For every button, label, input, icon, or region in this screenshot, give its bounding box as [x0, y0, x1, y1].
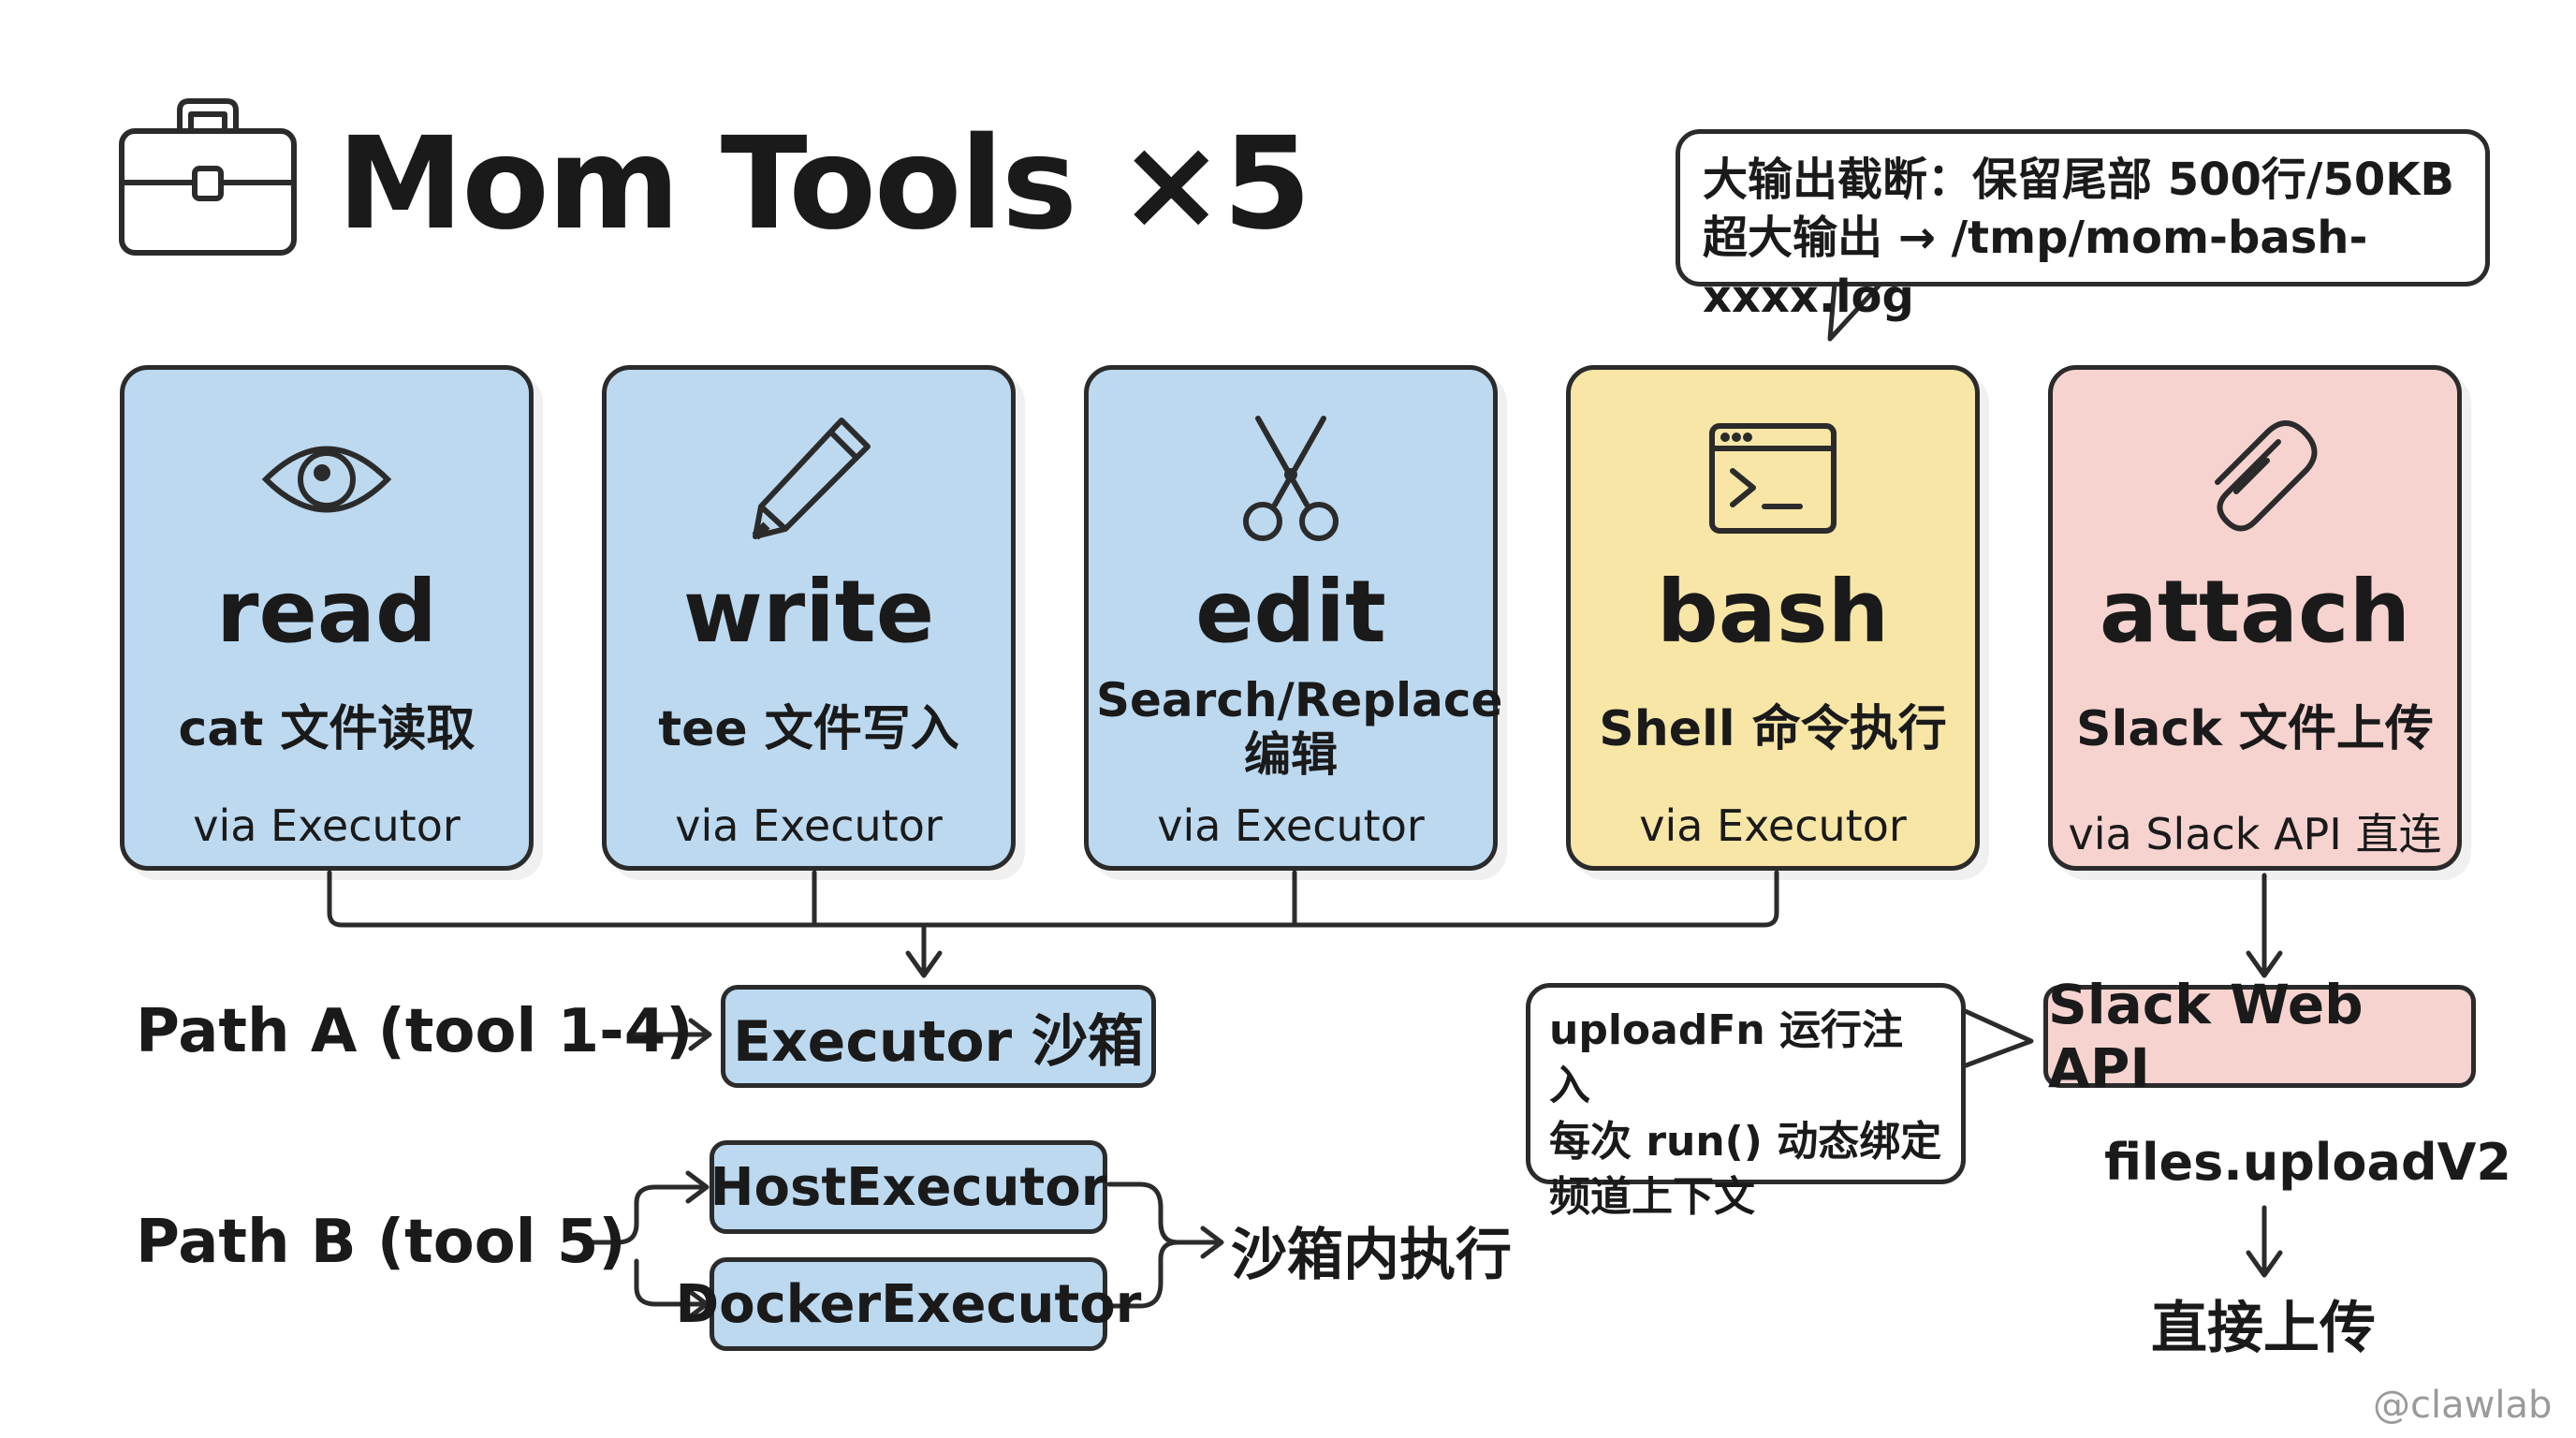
- callout-line: 超大输出 → /tmp/mom-bash-xxxx.log: [1703, 212, 2368, 323]
- docker-executor-box: DockerExecutor: [676, 1257, 1141, 1351]
- slack-web-api-box: Slack Web API: [2043, 973, 2476, 1100]
- upload-callout-tail: [1959, 1006, 2034, 1070]
- path-a-label: Path A (tool 1-4): [136, 997, 694, 1066]
- tool-desc: tee 文件写入: [658, 701, 959, 757]
- scissors-icon: [1243, 416, 1339, 541]
- tool-desc: Search/Replace 编辑: [1096, 673, 1503, 782]
- tool-desc: Slack 文件上传: [2076, 701, 2434, 757]
- tool-card-write: write tee 文件写入 via Executor: [602, 365, 1016, 871]
- tool-name: bash: [1656, 562, 1890, 662]
- watermark: @clawlab: [2373, 1384, 2553, 1427]
- bash-output-callout: 大输出截断：保留尾部 500行/50KB 超大输出 → /tmp/mom-bas…: [1676, 129, 2490, 323]
- host-executor-box: HostExecutor: [710, 1140, 1107, 1234]
- pencil-icon: [752, 418, 871, 540]
- tool-card-bash: bash Shell 命令执行 via Executor: [1566, 365, 1980, 871]
- paperclip-icon: [2215, 420, 2318, 532]
- tool-card-edit: edit Search/Replace 编辑 via Executor: [1084, 365, 1503, 871]
- toolbox-icon: [119, 98, 297, 256]
- callout-line: 每次 run() 动态绑定: [1549, 1117, 1942, 1166]
- merge-bracket: [327, 870, 1779, 928]
- tool-card-read: read cat 文件读取 via Executor: [120, 365, 534, 871]
- terminal-icon: [1709, 423, 1837, 534]
- bash-callout-tail: [1827, 281, 1883, 342]
- tool-via: via Executor: [1639, 800, 1907, 851]
- eye-icon: [261, 446, 392, 513]
- callout-line: 大输出截断：保留尾部 500行/50KB: [1703, 154, 2455, 206]
- tool-via: via Executor: [675, 800, 943, 851]
- tool-name: read: [216, 562, 437, 662]
- path-b-merge: [1106, 1181, 1220, 1309]
- tool-card-attach: attach Slack 文件上传 via Slack API 直连: [2048, 365, 2462, 871]
- tool-via: via Slack API 直连: [2068, 809, 2442, 859]
- upload-method-label: files.uploadV2: [2104, 1133, 2511, 1192]
- tool-name: attach: [2099, 562, 2411, 662]
- callout-line: uploadFn 运行注入: [1549, 1006, 1904, 1110]
- page-title: Mom Tools ×5: [337, 110, 1311, 258]
- tool-via: via Executor: [1157, 800, 1425, 851]
- tool-desc: Shell 命令执行: [1599, 701, 1947, 757]
- tool-name: edit: [1195, 562, 1386, 662]
- tool-desc: cat 文件读取: [178, 701, 476, 757]
- tool-via: via Executor: [193, 800, 461, 851]
- path-b-label: Path B (tool 5): [136, 1208, 626, 1277]
- upload-fn-callout: uploadFn 运行注入 每次 run() 动态绑定 频道上下文: [1526, 983, 1966, 1221]
- callout-line: 频道上下文: [1549, 1173, 1755, 1222]
- sandbox-exec-label: 沙箱内执行: [1231, 1223, 1512, 1288]
- tool-name: write: [682, 562, 935, 662]
- direct-upload-label: 直接上传: [2151, 1296, 2376, 1361]
- executor-sandbox-box: Executor 沙箱: [721, 985, 1156, 1088]
- path-b-split: [585, 1184, 707, 1307]
